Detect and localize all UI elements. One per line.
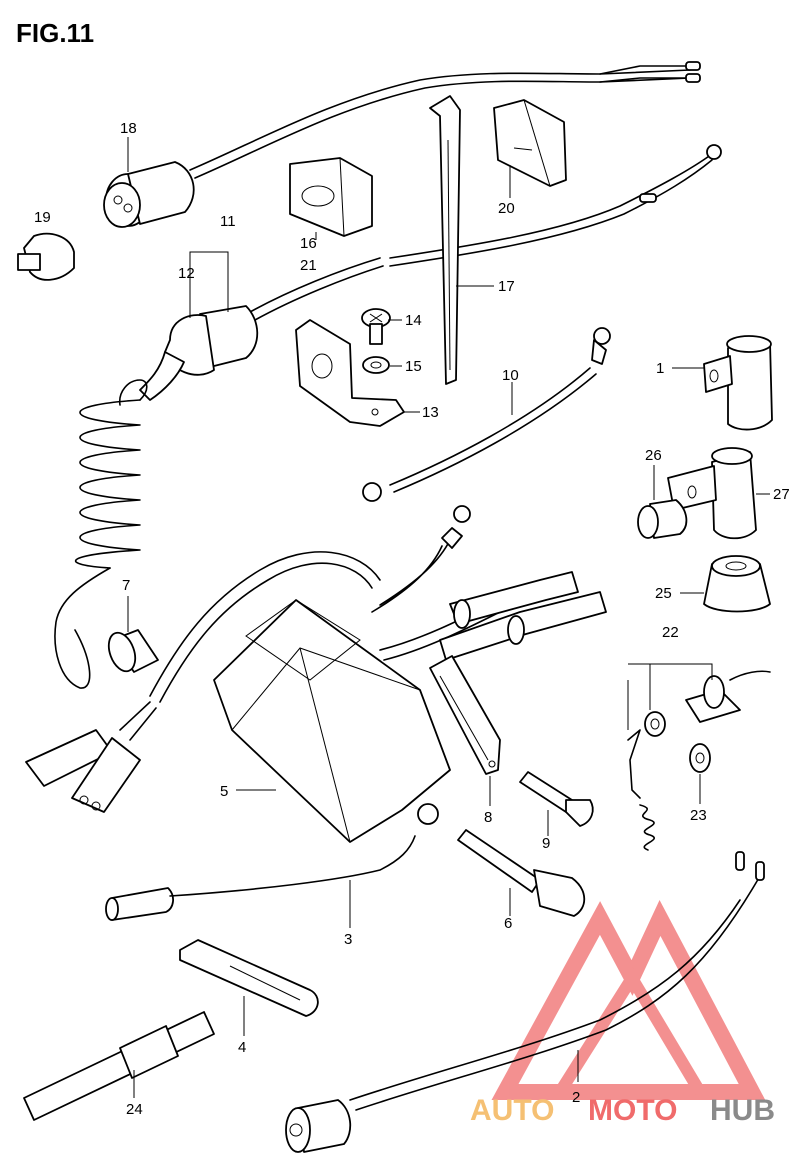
part-25-boot [703, 555, 771, 613]
part-24-stud [23, 1011, 215, 1121]
part-11-switch [139, 257, 384, 401]
part-10-ground-lead [362, 327, 611, 502]
label-14: 14 [405, 312, 422, 329]
part-1-plug-cap [703, 335, 773, 431]
label-9: 9 [542, 835, 550, 852]
coil-cord [54, 379, 148, 689]
label-1: 1 [656, 360, 664, 377]
label-5: 5 [220, 783, 228, 800]
label-25: 25 [655, 585, 672, 602]
label-7: 7 [122, 577, 130, 594]
label-19: 19 [34, 209, 51, 226]
part-8-bracket [429, 655, 501, 775]
part-22-clip-set [627, 670, 771, 851]
figure-title: FIG.11 [16, 18, 94, 48]
part-14-screw [361, 308, 391, 345]
label-16: 16 [300, 235, 317, 252]
label-21: 21 [300, 257, 317, 274]
harness-connectors [25, 701, 157, 813]
leader-22 [627, 663, 713, 730]
part-4-plate [179, 939, 319, 1017]
label-13: 13 [422, 404, 439, 421]
label-10: 10 [502, 367, 519, 384]
part-7-bushing [107, 629, 159, 673]
label-17: 17 [498, 278, 515, 295]
label-4: 4 [238, 1039, 246, 1056]
part-18-connector [103, 61, 701, 228]
label-6: 6 [504, 915, 512, 932]
part-16-grommet [289, 157, 373, 237]
part-6-bolt [457, 829, 586, 917]
part-5-cdi-unit [149, 505, 607, 843]
label-20: 20 [498, 200, 515, 217]
label-2: 2 [572, 1089, 580, 1106]
part-13-bracket [295, 319, 405, 427]
label-12: 12 [178, 265, 195, 282]
watermark-hub: HUB [710, 1094, 775, 1127]
label-3: 3 [344, 931, 352, 948]
watermark-auto: AUTO [470, 1094, 554, 1127]
part-27-plug [667, 447, 757, 540]
part-23-washer [689, 743, 711, 773]
label-8: 8 [484, 809, 492, 826]
label-24: 24 [126, 1101, 143, 1118]
part-2-sensor [285, 851, 765, 1153]
part-17-cable-tie [429, 95, 461, 385]
part-19-cap [17, 232, 75, 281]
label-18: 18 [120, 120, 137, 137]
label-27: 27 [773, 486, 790, 503]
part-20-grommet [493, 99, 567, 187]
watermark-logo [491, 900, 766, 1100]
watermark-text: AUTO MOTO HUB [470, 1094, 775, 1127]
leader-11-12 [189, 251, 229, 318]
part-26-cap [637, 499, 688, 539]
label-22: 22 [662, 624, 679, 641]
label-23: 23 [690, 807, 707, 824]
part-3-sensor-lead [105, 803, 439, 921]
watermark-moto: MOTO [588, 1094, 677, 1127]
label-26: 26 [645, 447, 662, 464]
label-11: 11 [220, 213, 236, 230]
part-9-bolt [519, 771, 594, 827]
label-15: 15 [405, 358, 422, 375]
part-15-washer [362, 356, 390, 374]
